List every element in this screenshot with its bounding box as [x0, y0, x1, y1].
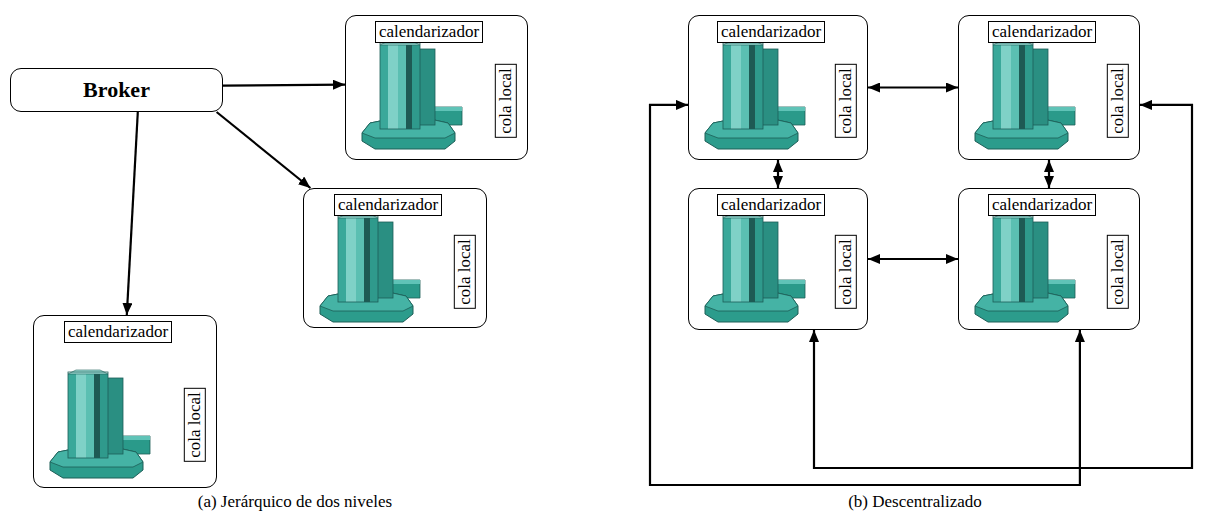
connector	[868, 86, 958, 88]
scheduler-label: calendarizador	[375, 21, 483, 43]
queue-label: cola local	[454, 235, 476, 309]
scheduler-label: calendarizador	[717, 194, 825, 216]
connector	[650, 105, 1080, 485]
connector	[868, 258, 958, 260]
queue-label-holder: cola local	[454, 235, 476, 309]
queue-label-holder: cola local	[1107, 235, 1129, 309]
connector	[217, 112, 311, 188]
supercomputer-icon	[50, 370, 150, 478]
cluster-box: calendarizador cola local	[958, 15, 1140, 160]
supercomputer-icon	[362, 41, 462, 149]
broker-label: Broker	[11, 77, 222, 103]
supercomputer-icon	[705, 214, 805, 322]
supercomputer-icon	[705, 41, 805, 149]
scheduler-label: calendarizador	[988, 21, 1096, 43]
queue-label-holder: cola local	[835, 235, 857, 309]
supercomputer-icon	[320, 214, 420, 322]
cluster-box: calendarizador cola local	[33, 315, 217, 488]
connector	[777, 160, 779, 188]
broker-box: Broker	[10, 68, 223, 112]
scheduler-label: calendarizador	[64, 321, 172, 343]
queue-label: cola local	[495, 64, 517, 138]
cluster-box: calendarizador cola local	[688, 188, 868, 330]
queue-label: cola local	[184, 388, 206, 462]
scheduler-label: calendarizador	[988, 194, 1096, 216]
queue-label: cola local	[835, 235, 857, 309]
supercomputer-icon	[975, 214, 1075, 322]
queue-label: cola local	[1107, 64, 1129, 138]
cluster-box: calendarizador cola local	[958, 188, 1140, 330]
cluster-box: calendarizador cola local	[345, 15, 528, 160]
queue-label-holder: cola local	[184, 388, 206, 462]
queue-label-holder: cola local	[835, 64, 857, 138]
queue-label-holder: cola local	[495, 64, 517, 138]
caption: (a) Jerárquico de dos niveles	[198, 492, 392, 512]
queue-label: cola local	[835, 64, 857, 138]
scheduler-label: calendarizador	[334, 194, 442, 216]
queue-label-holder: cola local	[1107, 64, 1129, 138]
supercomputer-icon	[975, 41, 1075, 149]
connector	[223, 85, 345, 86]
queue-label: cola local	[1107, 235, 1129, 309]
cluster-box: calendarizador cola local	[303, 188, 487, 328]
caption: (b) Descentralizado	[848, 492, 982, 512]
scheduler-label: calendarizador	[717, 21, 825, 43]
cluster-box: calendarizador cola local	[688, 15, 868, 160]
connector	[127, 112, 138, 315]
connector	[1048, 160, 1050, 188]
